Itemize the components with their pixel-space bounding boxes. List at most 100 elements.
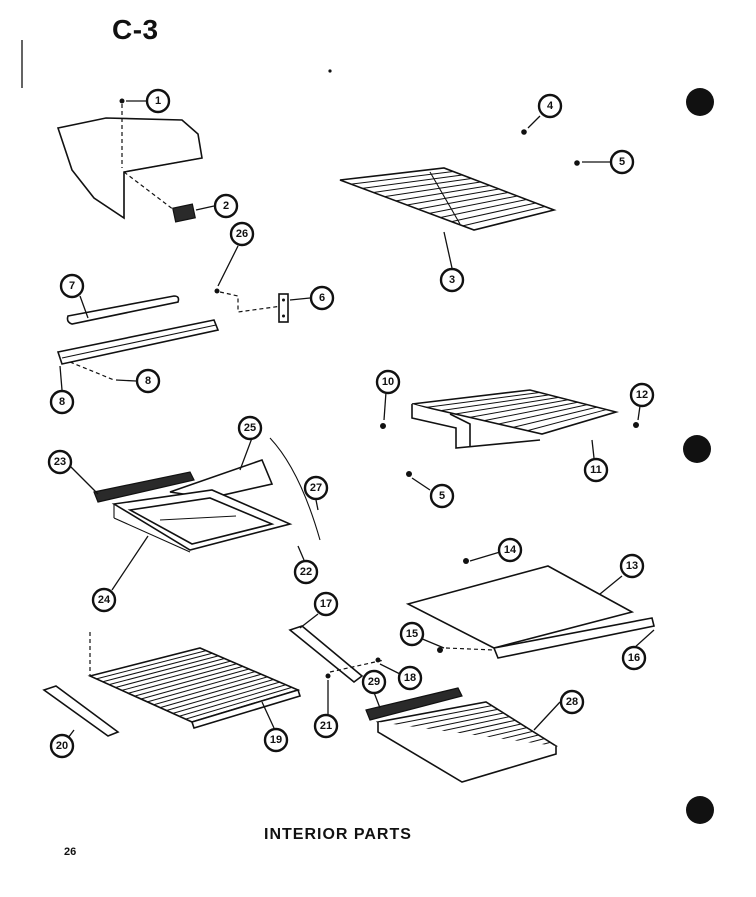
callout-28: 28 <box>559 689 585 715</box>
shelf-wire <box>121 660 231 691</box>
lower-shelf-19-part <box>87 647 302 729</box>
svg-text:8: 8 <box>145 375 151 387</box>
shelf-wire <box>140 668 250 700</box>
svg-text:14: 14 <box>504 544 517 556</box>
svg-text:1: 1 <box>155 95 161 107</box>
svg-text:8: 8 <box>59 396 65 408</box>
svg-text:10: 10 <box>382 376 394 388</box>
svg-text:4: 4 <box>547 100 554 112</box>
rail-29-part <box>365 687 463 721</box>
shelf-wire <box>384 705 492 727</box>
clip-12-part <box>633 422 639 428</box>
callout-17: 17 <box>313 591 339 617</box>
shelf-wire <box>440 394 550 412</box>
freezer-shelf-3-part <box>339 167 557 231</box>
ceiling-edge-line <box>123 157 203 173</box>
callout-1: 1 <box>145 88 171 114</box>
leader-lines <box>59 100 655 739</box>
shelf-wire <box>172 681 280 714</box>
shelf-wire <box>147 671 256 703</box>
callout-16: 16 <box>621 645 647 671</box>
glass-shelf-dash <box>445 647 495 651</box>
svg-text:26: 26 <box>236 228 248 240</box>
clip-18-part <box>375 657 381 663</box>
svg-text:23: 23 <box>54 456 66 468</box>
callout-6: 6 <box>309 285 335 311</box>
svg-text:5: 5 <box>619 156 625 168</box>
shelf-wire <box>373 178 472 193</box>
shelf-wire <box>512 406 598 428</box>
shelf-wire <box>384 181 481 198</box>
callout-8b: 8 <box>135 368 161 394</box>
callout-10: 10 <box>375 369 401 395</box>
diagram-title: INTERIOR PARTS <box>264 826 412 843</box>
freezer-cabinet-ceiling-part <box>56 117 203 220</box>
svg-text:2: 2 <box>223 200 229 212</box>
shelf-wire <box>469 399 569 418</box>
callout-4: 4 <box>537 93 563 119</box>
callout-7: 7 <box>59 273 85 299</box>
shelf-wire <box>108 655 219 686</box>
shelf-wire <box>362 174 463 189</box>
svg-text:22: 22 <box>300 566 312 578</box>
svg-text:27: 27 <box>310 482 322 494</box>
shelf-wire <box>462 206 545 227</box>
binder-hole-bottom <box>686 796 714 824</box>
callout-8a: 8 <box>49 389 75 415</box>
shelf-wire <box>102 652 213 683</box>
svg-text:5: 5 <box>439 490 445 502</box>
shelf-wire <box>455 396 559 415</box>
svg-text:3: 3 <box>449 274 455 286</box>
callout-12: 12 <box>629 382 655 408</box>
trim-16-part <box>492 617 655 659</box>
clip-14-part <box>463 558 469 564</box>
callout-19: 19 <box>263 727 289 753</box>
callout-24: 24 <box>91 587 117 613</box>
shelf-wire <box>426 391 540 408</box>
light-shield-dash <box>123 171 175 211</box>
bracket-dash <box>219 291 283 313</box>
screw-21-part <box>325 673 331 679</box>
shelf-wire <box>406 188 500 206</box>
svg-text:29: 29 <box>368 676 380 688</box>
support-20-part <box>42 685 120 737</box>
callout-23: 23 <box>47 449 73 475</box>
clip-5b-part <box>406 471 412 477</box>
svg-text:18: 18 <box>404 672 416 684</box>
binder-hole-top <box>686 88 714 116</box>
callout-26: 26 <box>229 221 255 247</box>
shelf-wire <box>185 686 293 720</box>
shelf-wire <box>418 192 509 210</box>
rail-23-part <box>93 471 195 503</box>
rail-screw-dash <box>69 361 115 381</box>
shelf-wire <box>115 658 225 688</box>
clip-15-part <box>437 647 443 653</box>
svg-text:19: 19 <box>270 734 282 746</box>
callout-21: 21 <box>313 713 339 739</box>
trim-strip-7-part <box>66 295 180 325</box>
support-dash <box>329 659 385 673</box>
svg-text:13: 13 <box>626 560 638 572</box>
callout-5b: 5 <box>429 483 455 509</box>
clip-10-part <box>380 423 386 429</box>
shelf-wire <box>527 409 607 432</box>
shelf-wire <box>351 171 454 185</box>
shelf-wire <box>451 202 536 223</box>
svg-text:7: 7 <box>69 280 75 292</box>
shelf-wire <box>498 404 588 425</box>
svg-text:24: 24 <box>98 594 111 606</box>
callout-27: 27 <box>303 475 329 501</box>
callout-5a: 5 <box>609 149 635 175</box>
shelf-wire <box>179 684 286 717</box>
callout-14: 14 <box>497 537 523 563</box>
clip-4-part <box>521 129 527 135</box>
frame-24-part <box>111 489 293 553</box>
screw-1-part <box>119 98 125 104</box>
shelf-wire <box>159 676 268 709</box>
freezer-shelf-11-part <box>411 389 620 449</box>
wire-27-part <box>269 437 321 541</box>
shelf-wire <box>134 665 244 697</box>
callout-15: 15 <box>399 621 425 647</box>
crisper-shelf-28-part <box>375 701 558 783</box>
